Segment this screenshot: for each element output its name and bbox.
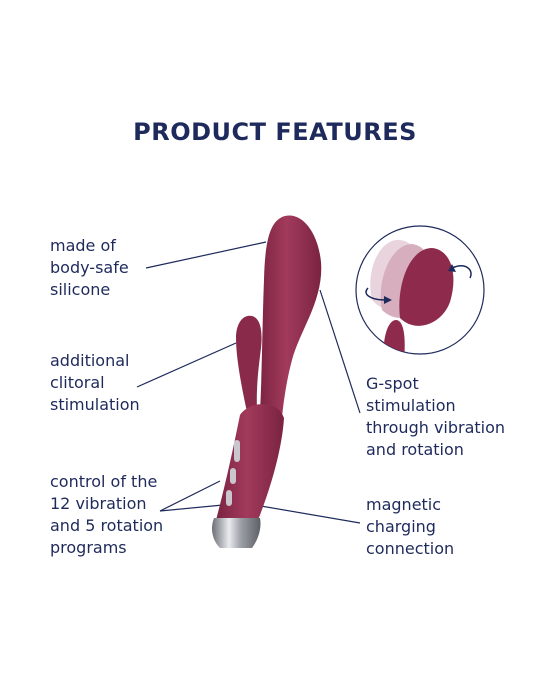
shaft [258, 215, 322, 440]
feature-control-line: 12 vibration [50, 494, 147, 513]
pointer-lines [136, 241, 361, 524]
feature-charging-line: charging [366, 517, 436, 536]
feature-gspot: G-spot stimulation through vibration and… [366, 373, 505, 461]
product-body [212, 215, 322, 548]
feature-control-line: programs [50, 538, 127, 557]
pointer-line-clitoral [136, 342, 237, 388]
feature-charging: magnetic charging connection [366, 494, 454, 560]
feature-charging-line: connection [366, 539, 455, 558]
clitoral-arm [236, 315, 262, 412]
feature-gspot-line: through vibration [366, 418, 506, 437]
feature-gspot-line: and rotation [366, 440, 464, 459]
handle [216, 404, 284, 520]
feature-material-line: silicone [50, 280, 111, 299]
feature-clitoral-line: additional [50, 351, 130, 370]
feature-clitoral: additional clitoral stimulation [50, 350, 140, 416]
control-button-1 [234, 440, 240, 462]
feature-control-line: control of the [50, 472, 158, 491]
feature-control-line: and 5 rotation [50, 516, 164, 535]
feature-material-line: body-safe [50, 258, 129, 277]
pointer-line-material [145, 241, 267, 269]
pointer-line-control-1 [159, 480, 221, 512]
feature-gspot-line: stimulation [366, 396, 456, 415]
control-button-3 [226, 490, 232, 506]
pointer-line-gspot [319, 289, 361, 414]
page-title: PRODUCT FEATURES [133, 118, 417, 146]
feature-control: control of the 12 vibration and 5 rotati… [50, 471, 163, 559]
chrome-base [212, 518, 261, 548]
pointer-line-charging [254, 504, 361, 524]
feature-material: made of body-safe silicone [50, 235, 129, 301]
feature-clitoral-line: stimulation [50, 395, 140, 414]
rotation-inset [355, 225, 485, 355]
pointer-line-control-2 [159, 504, 224, 512]
feature-material-line: made of [50, 236, 116, 255]
feature-charging-line: magnetic [366, 495, 442, 514]
feature-gspot-line: G-spot [366, 374, 419, 393]
feature-clitoral-line: clitoral [50, 373, 105, 392]
control-button-2 [230, 468, 236, 484]
